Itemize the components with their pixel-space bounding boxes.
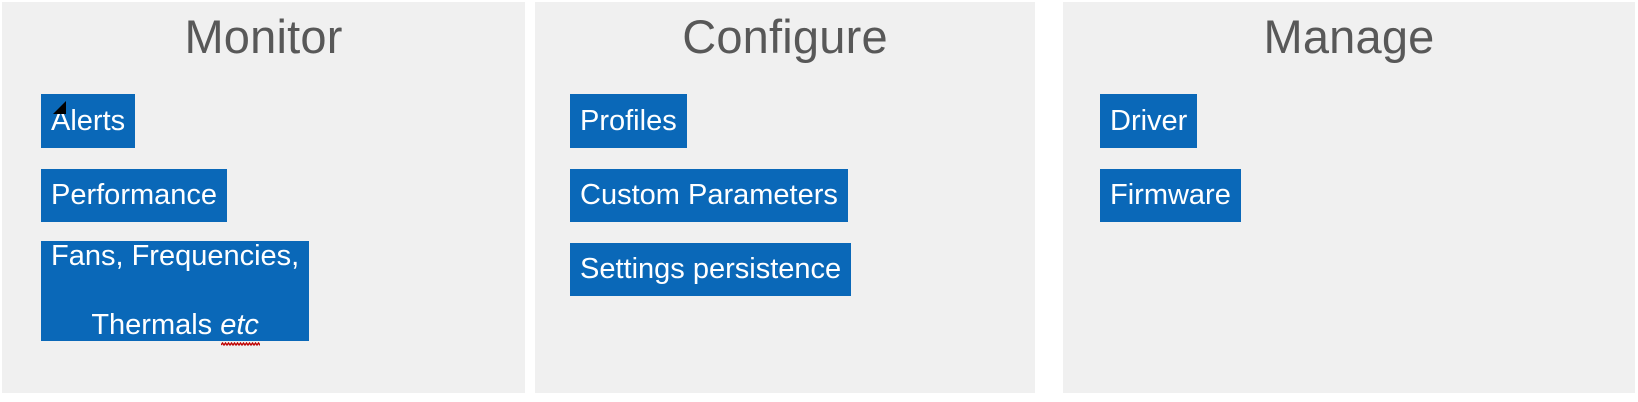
button-label-fans-frequencies-thermals: Fans, Frequencies, Thermals etc [51,205,299,377]
button-stack-monitor: Alerts Performance Fans, Frequencies, Th… [2,94,525,346]
button-label-driver: Driver [1110,104,1188,137]
button-label-line-1: Fans, Frequencies, [51,240,300,273]
etc-text: etc [220,308,259,341]
button-settings-persistence[interactable]: Settings persistence [570,243,852,296]
panel-monitor: Monitor Alerts Performance Fans, Frequen… [2,2,525,393]
button-performance[interactable]: Performance [41,169,228,222]
panel-title-manage: Manage [1263,10,1435,63]
panel-manage: Manage Driver Firmware [1063,2,1635,393]
button-label-settings-persistence: Settings persistence [580,253,842,286]
button-label-custom-parameters: Custom Parameters [580,179,838,212]
button-driver[interactable]: Driver [1100,94,1198,148]
button-firmware[interactable]: Firmware [1100,169,1241,222]
button-stack-configure: Profiles Custom Parameters Settings pers… [535,94,1035,296]
button-label-line-2: Thermals etc [51,308,299,346]
triangle-marker-icon [53,101,66,114]
button-profiles[interactable]: Profiles [570,94,687,148]
button-fans-frequencies-thermals[interactable]: Fans, Frequencies, Thermals etc [41,240,310,346]
button-label-firmware: Firmware [1110,179,1231,212]
button-label-profiles: Profiles [580,104,677,137]
spellcheck-squiggle-icon [221,341,260,346]
button-stack-manage: Driver Firmware [1063,94,1635,222]
button-alerts[interactable]: Alerts [41,94,136,148]
button-custom-parameters[interactable]: Custom Parameters [570,169,848,222]
etc-misspelled-word: etc [220,308,260,346]
panel-title-configure: Configure [682,10,888,63]
panel-title-monitor: Monitor [184,10,343,63]
button-label-line-2-text: Thermals [91,308,221,341]
panel-configure: Configure Profiles Custom Parameters Set… [535,2,1035,393]
button-label-performance: Performance [51,179,218,212]
